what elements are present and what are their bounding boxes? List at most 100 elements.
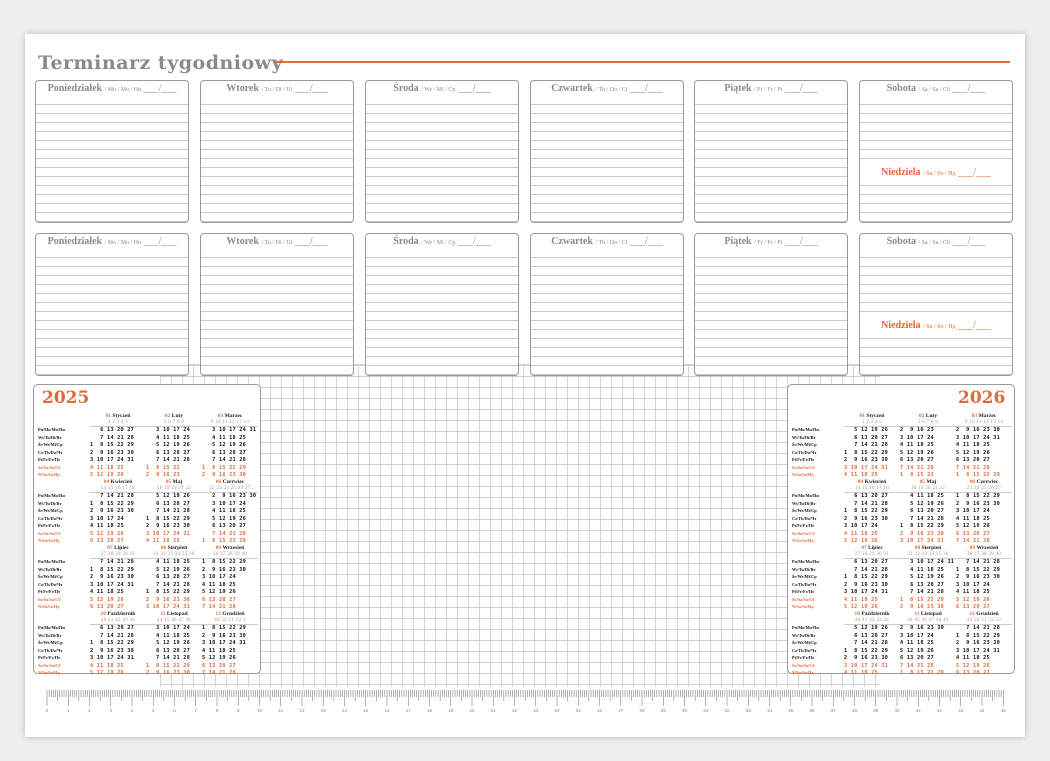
weekday-label: N/Su/So/Нд	[38, 472, 60, 477]
weekday-label: Pn/Mo/Mo/Пн	[792, 493, 819, 498]
ruler-label: 21	[491, 708, 497, 713]
week-numbers: 9 10 11 12 13 14	[202, 420, 258, 427]
day-row: 3 10 17 24	[956, 581, 990, 588]
weekday-label: Pn/Mo/Mo/Пн	[792, 427, 819, 432]
day-row: 7 14 21 28	[90, 434, 135, 441]
day-box[interactable]: Piątek / Fr / Fr / Pt ___/___	[694, 233, 848, 376]
date-blank: ___/___	[294, 236, 328, 247]
month-header: 05 Maj	[900, 479, 956, 486]
day-box[interactable]: Wtorek / Tu / Di / Ut ___/___	[200, 233, 354, 376]
weekday-label: Pn/Mo/Mo/Пн	[38, 427, 65, 432]
day-row: 3 10 17 24 31	[844, 464, 889, 471]
day-langs: / Mo / Mo / Hn	[104, 240, 142, 246]
day-row: 4 11 18 25	[202, 434, 247, 441]
day-name: Czwartek	[551, 83, 593, 94]
day-row: 7 14 21 28	[900, 662, 934, 669]
ruler-label: 35	[788, 708, 794, 713]
day-box[interactable]: Poniedziałek / Mo / Mo / Hn ___/___	[35, 233, 189, 376]
month-header: 08 Sierpień	[146, 545, 202, 552]
day-row: 5 12 19 26	[202, 515, 247, 522]
weekday-label: Wt/Tu/Di/Вт	[38, 500, 62, 506]
day-row: 1 8 15 22 29	[844, 449, 889, 456]
weekday-label: Wt/Tu/Di/Вт	[792, 566, 816, 572]
month-number: 07	[861, 545, 867, 551]
day-row: 7 14 21 28	[900, 464, 934, 471]
day-box[interactable]: Czwartek / Th / Do / Ct ___/___	[530, 233, 684, 376]
day-row: 5 12 19 26	[900, 449, 934, 456]
day-row: 7 14 21 28	[146, 655, 191, 661]
weekday-label: Cz/Th/Do/Чт	[792, 449, 817, 455]
day-row: 6 13 20 27	[90, 625, 135, 631]
ruler-label: 10	[257, 708, 263, 713]
month-number: 06	[969, 479, 976, 485]
month-name: Kwiecień	[110, 479, 133, 485]
day-row: 6 13 20 27	[956, 604, 990, 610]
ruler-label: 8	[216, 708, 219, 713]
day-row: 2 9 16 23 30	[844, 457, 889, 463]
day-row: 6 13 20 27	[202, 596, 236, 603]
sunday-name: Niedziela	[881, 167, 921, 178]
weekday-label: So/Sa/Sa/Сб	[38, 464, 61, 470]
weekday-label: Cz/Th/Do/Чт	[792, 515, 817, 521]
day-row: 5 12 19 26	[146, 493, 191, 499]
day-box[interactable]: Środa / We / Mi / Cp ___/___	[365, 80, 519, 223]
week-numbers: 27 28 29 30 31	[844, 552, 900, 559]
day-row: 2 9 16 23 30	[202, 566, 247, 573]
day-row: 4 11 18 25	[90, 464, 124, 471]
day-row: 2 9 16 23 30	[202, 632, 247, 639]
day-row: 4 11 18 25	[202, 647, 236, 654]
day-row: 6 13 20 27	[900, 508, 945, 514]
week-numbers: 5 6 7 8 9	[146, 420, 202, 427]
week-numbers: 14 15 16 17 18	[844, 486, 900, 493]
day-row: 3 10 17 24 31	[956, 434, 1001, 441]
day-box[interactable]: Środa / We / Mi / Cp ___/___	[365, 233, 519, 376]
day-row: 6 13 20 27	[844, 493, 889, 499]
weekday-label: Pn/Mo/Mo/Пн	[38, 559, 65, 564]
day-box[interactable]: Piątek / Fr / Fr / Pt ___/___	[694, 80, 848, 223]
day-row: 6 13 20 27	[844, 559, 889, 565]
week-numbers: 31 32 33 34 35 36	[900, 552, 956, 559]
weekday-label: Cz/Th/Do/Чт	[38, 515, 63, 521]
weekday-label: N/Su/So/Нд	[38, 538, 60, 543]
week-numbers: 1 2 3 4 5	[90, 420, 146, 427]
day-langs: / Mo / Mo / Hn	[104, 87, 142, 93]
month-number: 04	[103, 479, 110, 485]
day-row: 1 8 15 22 29	[900, 670, 945, 676]
month-header: 02 Luty	[900, 413, 956, 420]
day-row: 5 12 19 26	[844, 538, 878, 544]
day-row: 7 14 21 28	[844, 566, 889, 573]
month-name: Czerwiec	[976, 479, 999, 485]
ruler-label: 45	[1001, 708, 1007, 713]
day-row: 1 8 15 22 29	[90, 442, 135, 448]
day-box[interactable]: Czwartek / Th / Do / Ct ___/___	[530, 80, 684, 223]
day-row: 2 9 16 23 30	[844, 515, 889, 522]
day-box[interactable]: Poniedziałek / Mo / Mo / Hn ___/___	[35, 80, 189, 223]
weekday-label: So/Sa/Sa/Сб	[38, 596, 61, 602]
day-row: 3 10 17 24	[844, 523, 878, 529]
month-name: Kwiecień	[864, 479, 887, 485]
day-langs: / We / Mi / Cp	[421, 87, 456, 93]
day-box[interactable]: Sobota / Sa / Sa / Cб ___/___Niedziela /…	[859, 80, 1013, 223]
day-box[interactable]: Wtorek / Tu / Di / Ut ___/___	[200, 80, 354, 223]
day-row: 2 9 16 23 30	[146, 670, 191, 676]
month-header: 04 Kwiecień	[90, 479, 146, 486]
weekday-label: Pt/Fr/Fr/Пт	[38, 655, 61, 660]
month-name: Listopad	[920, 611, 942, 617]
ruler-label: 16	[384, 708, 390, 713]
day-row: 1 8 15 22 29	[956, 493, 1001, 499]
ruler-label: 41	[916, 708, 922, 713]
ruler-label: 12	[299, 708, 305, 713]
day-box[interactable]: Sobota / Sa / Sa / Cб ___/___Niedziela /…	[859, 233, 1013, 376]
weekday-label: Pn/Mo/Mo/Пн	[792, 625, 819, 630]
date-blank: ___/___	[143, 236, 177, 247]
day-row: 1 8 15 22 29	[90, 500, 135, 507]
day-langs: / Tu / Di / Ut	[261, 240, 293, 246]
ruler-label: 1	[67, 708, 70, 713]
day-row: 6 13 20 27	[900, 655, 934, 661]
day-langs: / Fr / Fr / Pt	[754, 240, 783, 246]
